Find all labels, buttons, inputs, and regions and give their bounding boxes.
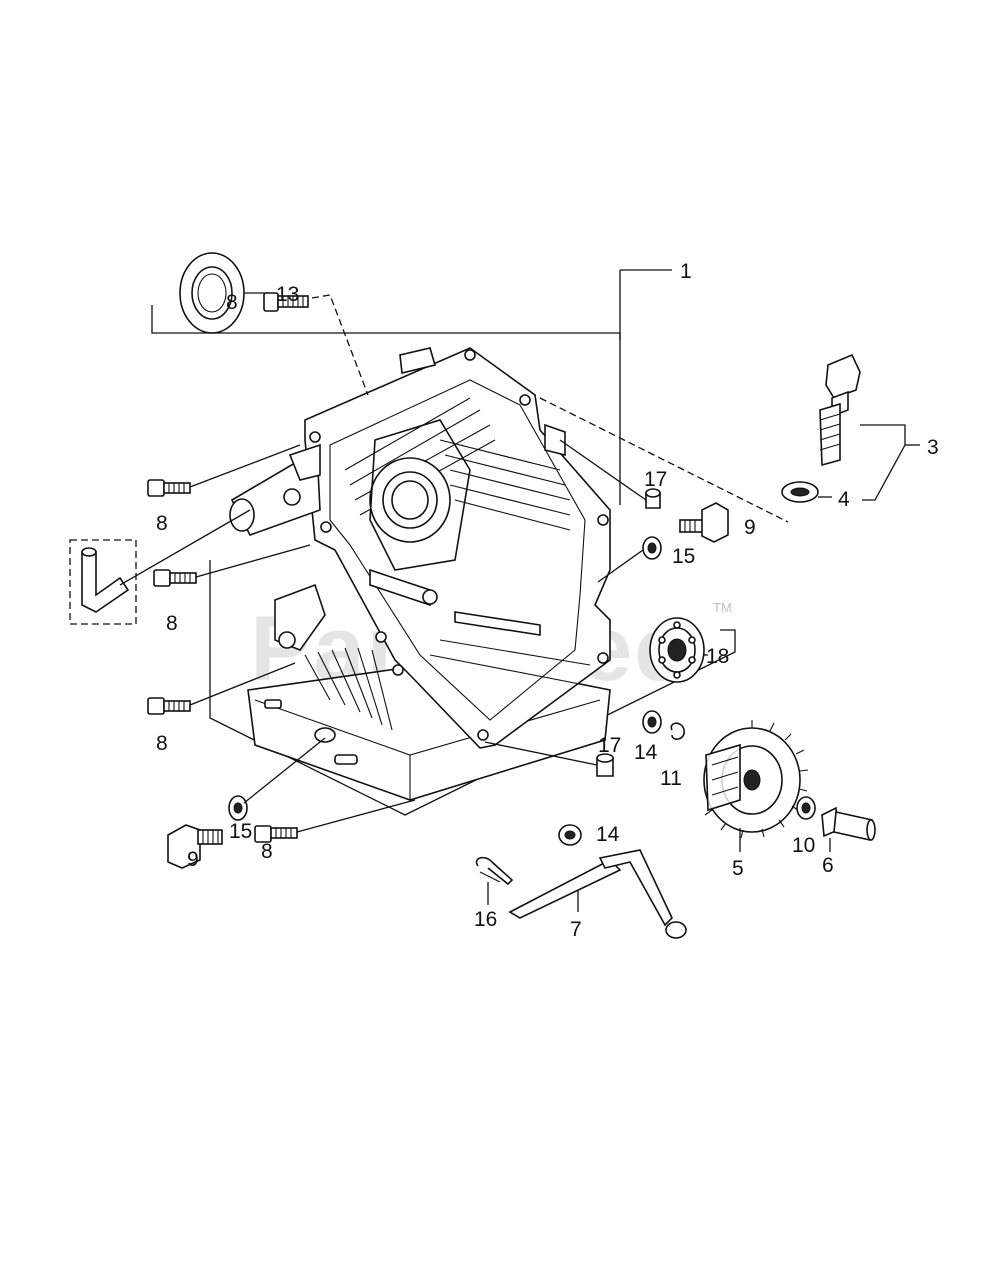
pin <box>475 856 514 905</box>
crankcase <box>229 347 611 801</box>
flange-bolt-left-upper <box>147 444 301 497</box>
callout-17-upper: 17 <box>644 468 667 491</box>
o-ring <box>539 397 906 523</box>
washer-upper <box>642 710 662 734</box>
ball-bearing <box>649 617 708 683</box>
breather-tube <box>69 509 251 625</box>
governor-shaft <box>821 806 876 852</box>
clip <box>670 722 685 740</box>
callout-17-lower: 17 <box>598 734 621 757</box>
callout-13: 13 <box>276 283 299 306</box>
callout-5: 5 <box>732 857 744 880</box>
flange-bolt-left-middle <box>153 544 311 587</box>
callout-1: 1 <box>680 260 692 283</box>
callout-8-left-upper: 8 <box>156 512 168 535</box>
callout-8-left-middle: 8 <box>166 612 178 635</box>
callout-9-bottom: 9 <box>187 848 199 871</box>
governor-arm <box>508 849 687 939</box>
callout-16: 16 <box>474 908 497 931</box>
callout-14-lower: 14 <box>596 823 620 846</box>
flange-bolt-left-lower <box>147 662 296 715</box>
callout-15-right: 15 <box>672 545 695 568</box>
drain-bolt-bottom <box>167 824 223 869</box>
governor-gear <box>703 720 809 852</box>
flange-bolt-top <box>263 292 369 396</box>
watermark-tm: TM <box>713 600 732 615</box>
sealing-washer-right <box>597 536 662 583</box>
callout-15-bottom: 15 <box>229 820 252 843</box>
oil-filler-cap <box>819 353 920 467</box>
callout-8-left-lower: 8 <box>156 732 168 755</box>
washer-lower <box>558 824 582 846</box>
callout-10: 10 <box>792 834 815 857</box>
callout-6: 6 <box>822 854 834 877</box>
callout-8-bottom: 8 <box>261 840 273 863</box>
callout-4: 4 <box>838 488 850 511</box>
callout-8-top: 8 <box>226 291 238 314</box>
callout-7: 7 <box>570 918 582 941</box>
oil-seal <box>179 252 268 334</box>
callout-labels: 8 13 1 3 4 17 9 15 18 8 8 8 17 14 11 15 … <box>156 260 939 941</box>
flange-bolt-bottom <box>254 799 416 843</box>
callout-18: 18 <box>706 645 729 668</box>
dowel-pin-upper <box>559 439 661 509</box>
callout-9-right: 9 <box>744 516 756 539</box>
callout-3: 3 <box>927 436 939 459</box>
sealing-washer-bottom <box>228 737 326 821</box>
callout-14-upper: 14 <box>634 741 658 764</box>
dowel-pin-lower <box>484 741 614 777</box>
callout-11: 11 <box>660 767 682 790</box>
washer-small <box>796 796 816 820</box>
drain-bolt-right <box>679 502 729 543</box>
